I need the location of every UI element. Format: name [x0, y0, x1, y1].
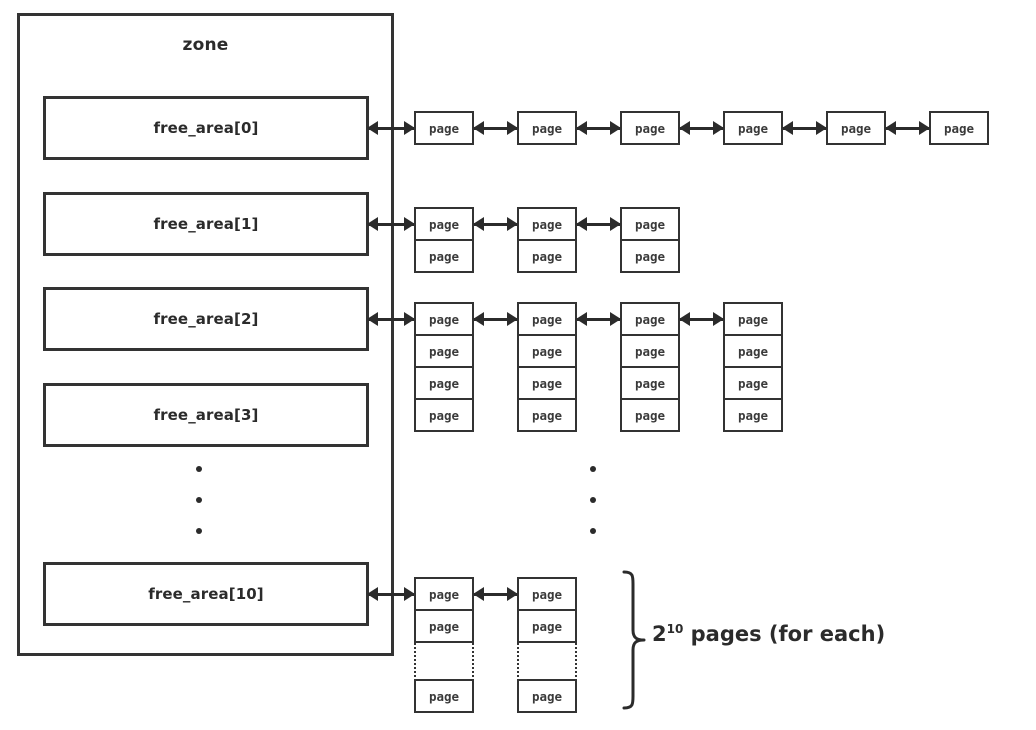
link-arrow-free-area-1: [368, 207, 414, 241]
annotation-exponent: 10: [666, 622, 684, 636]
page-cell[interactable]: page: [517, 577, 577, 611]
page-cell[interactable]: page: [414, 398, 474, 432]
page-block[interactable]: page: [620, 111, 680, 145]
free-area-box-3[interactable]: free_area[3]: [43, 383, 369, 447]
pages-per-block-annotation: 210 pages (for each): [652, 622, 885, 646]
link-arrow-free-area-10: [368, 577, 414, 611]
page-cell[interactable]: page: [620, 111, 680, 145]
chain-link-arrow: [474, 207, 517, 241]
page-truncation-gap: [517, 643, 577, 681]
link-arrow-free-area-0: [368, 111, 414, 145]
free-area-box-10[interactable]: free_area[10]: [43, 562, 369, 626]
free-area-label-0: free_area[0]: [153, 119, 259, 137]
chain-link-arrow: [474, 302, 517, 336]
free-area-label-10: free_area[10]: [148, 585, 264, 603]
page-cell[interactable]: page: [517, 207, 577, 241]
page-cell[interactable]: page: [517, 679, 577, 713]
page-cell[interactable]: page: [620, 398, 680, 432]
zone-title: zone: [182, 35, 229, 55]
page-cell[interactable]: page: [517, 609, 577, 643]
page-cell[interactable]: page: [723, 334, 783, 368]
page-block[interactable]: page: [414, 111, 474, 145]
page-cell[interactable]: page: [620, 302, 680, 336]
free-area-box-0[interactable]: free_area[0]: [43, 96, 369, 160]
chain-link-arrow: [886, 111, 929, 145]
page-cell[interactable]: page: [517, 111, 577, 145]
page-cell[interactable]: page: [414, 577, 474, 611]
page-chain-free-area-0: page page page page page page: [414, 111, 989, 145]
page-cell[interactable]: page: [517, 334, 577, 368]
chain-link-arrow: [474, 111, 517, 145]
page-cell[interactable]: page: [517, 302, 577, 336]
page-cell[interactable]: page: [517, 398, 577, 432]
page-block[interactable]: page: [723, 111, 783, 145]
page-cell[interactable]: page: [723, 398, 783, 432]
page-cell[interactable]: page: [414, 679, 474, 713]
page-block[interactable]: page: [826, 111, 886, 145]
page-cell[interactable]: page: [517, 366, 577, 400]
page-cell[interactable]: page: [620, 334, 680, 368]
page-block[interactable]: page: [517, 111, 577, 145]
page-cell[interactable]: page: [620, 207, 680, 241]
page-cell[interactable]: page: [414, 207, 474, 241]
page-cell[interactable]: page: [620, 239, 680, 273]
chain-link-arrow: [577, 302, 620, 336]
page-cell[interactable]: page: [826, 111, 886, 145]
page-truncation-gap: [414, 643, 474, 681]
free-area-label-1: free_area[1]: [153, 215, 259, 233]
page-cell[interactable]: page: [414, 111, 474, 145]
free-area-box-2[interactable]: free_area[2]: [43, 287, 369, 351]
chain-link-arrow: [577, 207, 620, 241]
free-area-box-1[interactable]: free_area[1]: [43, 192, 369, 256]
page-cell[interactable]: page: [414, 334, 474, 368]
page-cell[interactable]: page: [929, 111, 989, 145]
page-cell[interactable]: page: [517, 239, 577, 273]
page-cell[interactable]: page: [723, 366, 783, 400]
page-cell[interactable]: page: [414, 302, 474, 336]
chain-link-arrow: [680, 302, 723, 336]
chain-ellipsis-icon: [586, 466, 600, 534]
chain-link-arrow: [577, 111, 620, 145]
curly-brace-icon: [622, 570, 646, 710]
page-cell[interactable]: page: [414, 239, 474, 273]
page-block[interactable]: page: [929, 111, 989, 145]
free-area-label-2: free_area[2]: [153, 310, 259, 328]
page-cell[interactable]: page: [414, 609, 474, 643]
chain-link-arrow: [680, 111, 723, 145]
chain-link-arrow: [783, 111, 826, 145]
zone-ellipsis-icon: [192, 466, 206, 534]
link-arrow-free-area-2: [368, 302, 414, 336]
page-cell[interactable]: page: [723, 302, 783, 336]
page-cell[interactable]: page: [414, 366, 474, 400]
page-cell[interactable]: page: [723, 111, 783, 145]
chain-link-arrow: [474, 577, 517, 611]
page-cell[interactable]: page: [620, 366, 680, 400]
annotation-text: pages (for each): [683, 622, 886, 646]
annotation-base: 2: [652, 622, 667, 646]
free-area-label-3: free_area[3]: [153, 406, 259, 424]
